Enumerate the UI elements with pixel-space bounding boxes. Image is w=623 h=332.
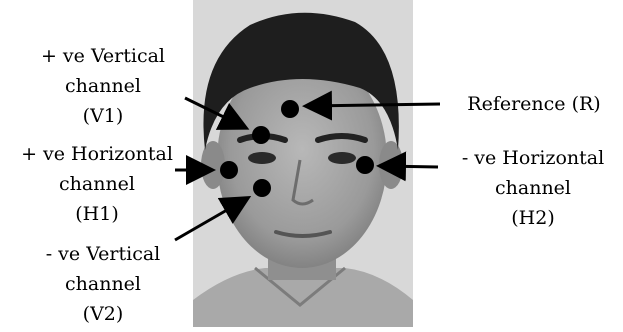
arrow-reference bbox=[308, 104, 440, 106]
label-h2-line1: - ve Horizontal bbox=[462, 147, 604, 169]
label-v2-line3: (V2) bbox=[83, 303, 124, 325]
electrode-h2 bbox=[356, 156, 374, 174]
label-v2-line1: - ve Vertical bbox=[46, 243, 161, 265]
label-v1-line1: + ve Vertical bbox=[41, 45, 165, 67]
arrow-h2 bbox=[382, 166, 438, 167]
label-h2-line2: channel bbox=[495, 177, 571, 199]
electrode-v2 bbox=[253, 179, 271, 197]
label-reference: Reference (R) bbox=[467, 93, 600, 115]
label-v2: - ve Vertical channel (V2) bbox=[46, 243, 161, 325]
electrode-v1 bbox=[252, 126, 270, 144]
electrode-reference bbox=[281, 100, 299, 118]
label-reference-line1: Reference (R) bbox=[467, 93, 600, 115]
label-h2: - ve Horizontal channel (H2) bbox=[462, 147, 604, 229]
label-v1-line2: channel bbox=[65, 75, 141, 97]
electrode-h1 bbox=[220, 161, 238, 179]
label-v2-line2: channel bbox=[65, 273, 141, 295]
label-h1: + ve Horizontal channel (H1) bbox=[21, 143, 173, 225]
label-h1-line2: channel bbox=[59, 173, 135, 195]
label-h1-line1: + ve Horizontal bbox=[21, 143, 173, 165]
label-h2-line3: (H2) bbox=[511, 207, 554, 229]
label-v1-line3: (V1) bbox=[83, 105, 124, 127]
label-h1-line3: (H1) bbox=[75, 203, 118, 225]
label-v1: + ve Vertical channel (V1) bbox=[41, 45, 165, 127]
